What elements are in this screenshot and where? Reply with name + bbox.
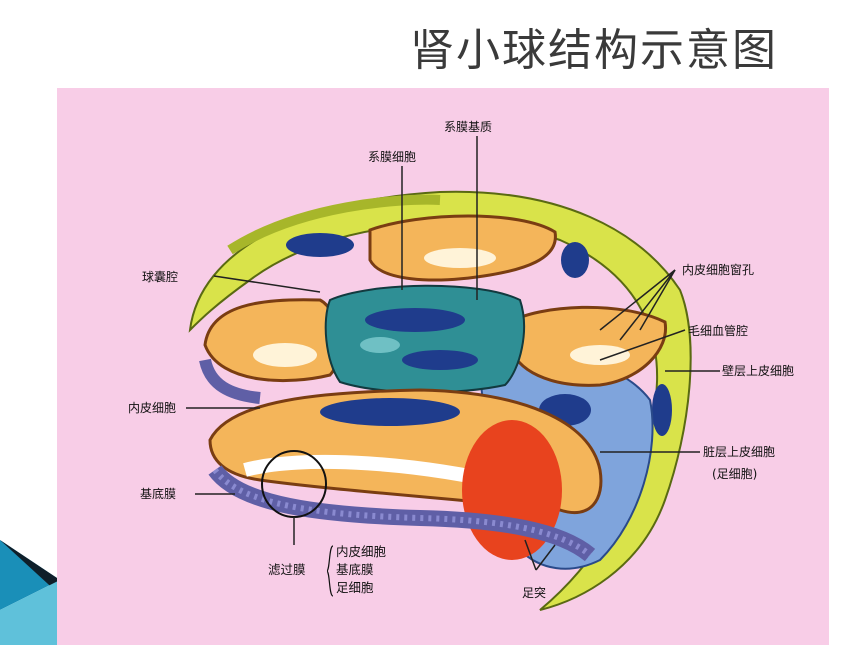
label-visceral-epithelium: 脏层上皮细胞 <box>703 445 776 459</box>
capillary-top <box>368 214 557 282</box>
label-podocyte: (足细胞) <box>712 467 758 481</box>
label-filtration-membrane: 滤过膜 <box>268 562 306 577</box>
slide-decoration <box>0 540 60 645</box>
filtration-layer-podocyte: 足细胞 <box>336 580 374 595</box>
label-basement-membrane: 基底膜 <box>140 487 177 501</box>
slide-title: 肾小球结构示意图 <box>410 25 778 76</box>
label-endothelial-fenestra: 内皮细胞窗孔 <box>682 263 755 277</box>
capillary-left <box>203 298 341 383</box>
label-foot-process: 足突 <box>522 586 547 600</box>
label-capillary-lumen: 毛细血管腔 <box>688 324 749 338</box>
mesangium <box>324 284 526 394</box>
label-endothelial-cell: 内皮细胞 <box>128 401 177 415</box>
label-mesangial-cell: 系膜细胞 <box>368 150 417 164</box>
label-capsular-space: 球囊腔 <box>142 270 179 284</box>
label-parietal-epithelium: 壁层上皮细胞 <box>722 364 795 378</box>
filtration-layer-endothelium: 内皮细胞 <box>336 544 387 559</box>
filtration-layer-basement: 基底膜 <box>336 562 374 577</box>
label-mesangial-matrix: 系膜基质 <box>444 120 493 134</box>
brace-icon <box>327 545 333 597</box>
